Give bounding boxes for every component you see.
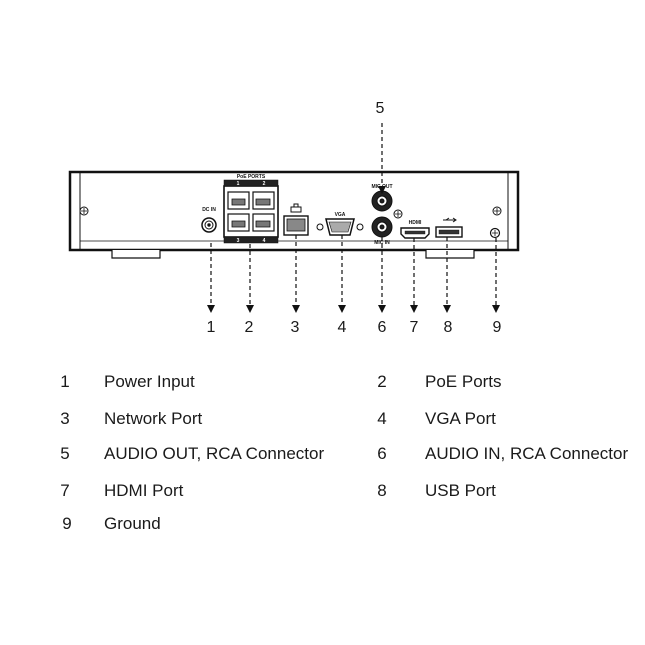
callout-number: 5	[376, 100, 385, 117]
callout-number: 3	[291, 319, 300, 336]
callout-number: 1	[207, 319, 216, 336]
callout-number: 2	[245, 319, 254, 336]
network-port	[283, 203, 309, 236]
callout-number: 7	[410, 319, 419, 336]
callout-number: 6	[378, 319, 387, 336]
ground-terminal	[489, 227, 501, 239]
hdmi-port	[400, 227, 430, 239]
legend-number: 1	[60, 372, 70, 391]
vga-port	[316, 218, 364, 236]
legend-label: Power Input	[104, 372, 195, 391]
poe-port-number: 2	[263, 181, 266, 187]
legend-label: AUDIO IN, RCA Connector	[425, 444, 629, 463]
mic-in-label: MIC IN	[374, 240, 390, 246]
legend-number: 7	[60, 481, 70, 500]
legend-number: 8	[377, 481, 387, 500]
legend-number: 9	[62, 514, 72, 533]
legend-number: 6	[377, 444, 387, 463]
audio-in-rca-connector	[371, 216, 393, 238]
dc-in-label: DC IN	[202, 207, 216, 213]
rear-panel-diagram: DC IN PoE PORTS 1 2 3 4 VGA MIC OUT	[68, 100, 520, 336]
callout-number: 9	[493, 319, 502, 336]
legend-label: AUDIO OUT, RCA Connector	[104, 444, 325, 463]
callout-number: 8	[444, 319, 453, 336]
legend-number: 5	[60, 444, 70, 463]
callout-number: 4	[338, 319, 347, 336]
audio-screw	[393, 209, 403, 219]
legend-label: HDMI Port	[104, 481, 184, 500]
poe-port-number: 3	[237, 238, 240, 244]
audio-out-rca-connector	[371, 190, 393, 212]
poe-port-number: 1	[237, 181, 240, 187]
vga-label: VGA	[335, 212, 346, 218]
legend-label: USB Port	[425, 481, 496, 500]
power-input-port	[201, 217, 217, 233]
legend-label: VGA Port	[425, 409, 496, 428]
callout-arrowheads	[207, 186, 500, 313]
legend-number: 4	[377, 409, 387, 428]
usb-port	[435, 217, 463, 238]
hdmi-label: HDMI	[409, 220, 422, 226]
legend-label: PoE Ports	[425, 372, 502, 391]
legend-label: Network Port	[104, 409, 203, 428]
legend-label: Ground	[104, 514, 161, 533]
callout-arrows	[210, 123, 497, 306]
poe-ports-label: PoE PORTS	[237, 174, 266, 180]
legend-number: 2	[377, 372, 387, 391]
poe-port-number: 4	[263, 238, 266, 244]
legend-number: 3	[60, 409, 70, 428]
poe-ports-block	[223, 179, 279, 244]
nvr-chassis	[68, 170, 520, 259]
